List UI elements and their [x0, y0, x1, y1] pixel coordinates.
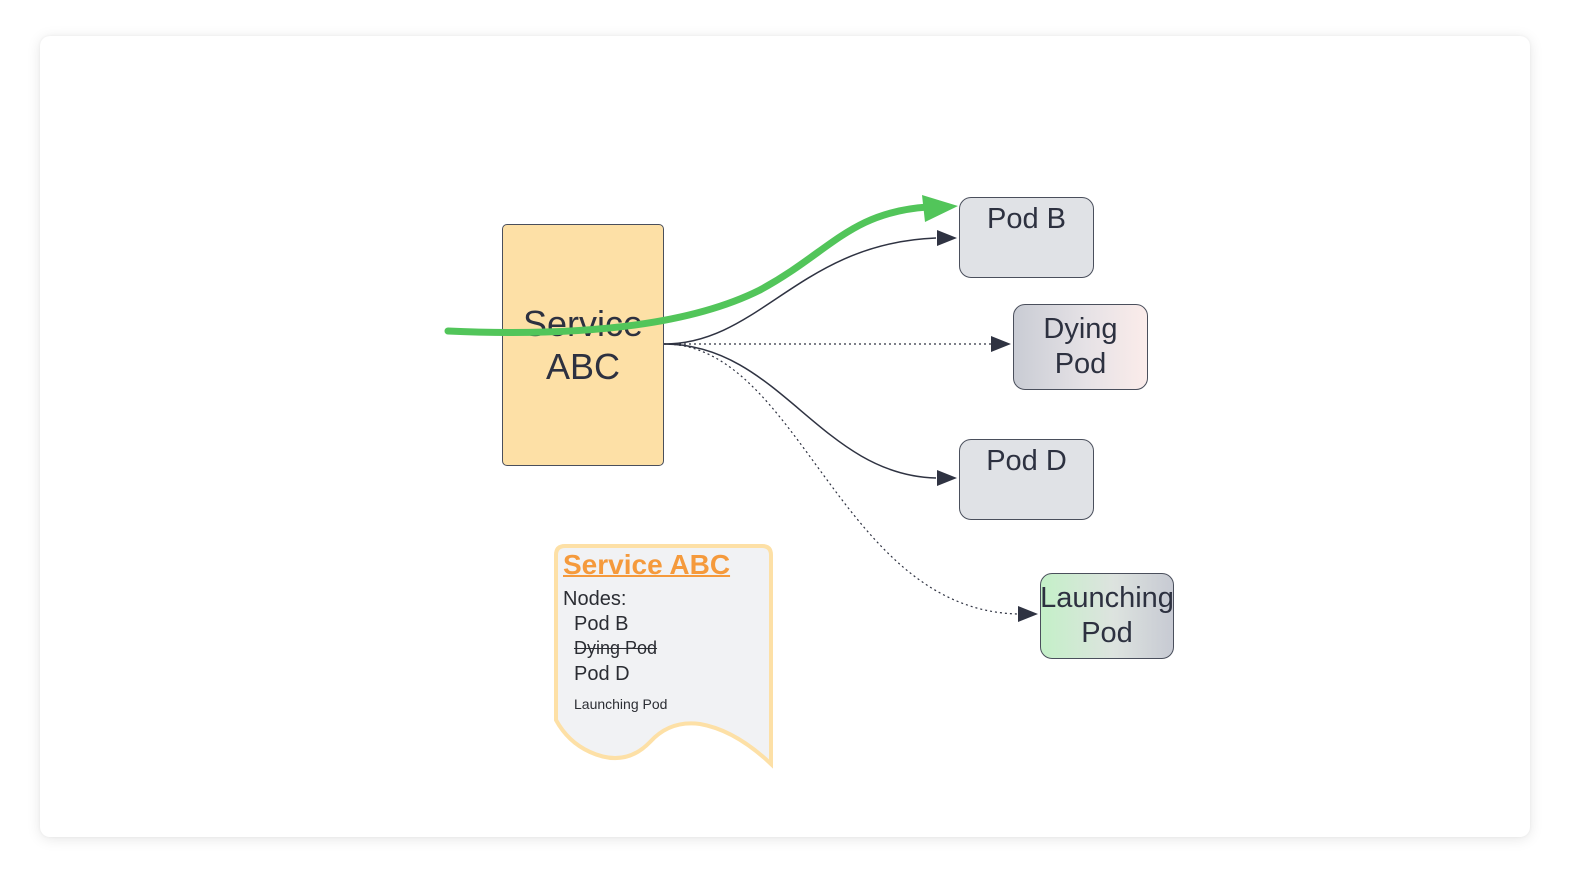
pod-d-box[interactable]: Pod D: [959, 439, 1094, 520]
doc-nodes-label: Nodes:: [563, 588, 627, 610]
doc-item-launching-pod: Launching Pod: [574, 696, 668, 712]
pod-b-box[interactable]: Pod B: [959, 197, 1094, 278]
doc-title: Service ABC: [563, 549, 731, 580]
arrowhead-pod-b: [937, 230, 957, 246]
pod-b-label: Pod B: [987, 203, 1066, 235]
launching-pod-box[interactable]: Launching Pod: [1040, 573, 1174, 659]
doc-item-pod-b: Pod B: [574, 613, 629, 635]
diagram-canvas: [40, 36, 1530, 837]
dying-pod-box[interactable]: Dying Pod: [1013, 304, 1148, 390]
service-abc-label: Service ABC: [522, 303, 644, 387]
service-abc-box[interactable]: Service ABC: [502, 224, 664, 466]
connector-to-pod-d: [663, 343, 937, 479]
doc-item-dying-pod: Dying Pod: [574, 638, 658, 658]
doc-item-pod-d: Pod D: [574, 663, 630, 685]
connector-to-pod-b: [663, 237, 937, 345]
pod-d-label: Pod D: [986, 445, 1067, 477]
arrowhead-dying-pod: [991, 336, 1011, 352]
arrowhead-launching-pod: [1018, 606, 1038, 622]
arrowhead-pod-d: [937, 470, 957, 486]
document-shape: [554, 544, 773, 769]
launching-pod-label: Launching Pod: [1040, 582, 1174, 649]
dying-pod-label: Dying Pod: [1043, 313, 1118, 380]
